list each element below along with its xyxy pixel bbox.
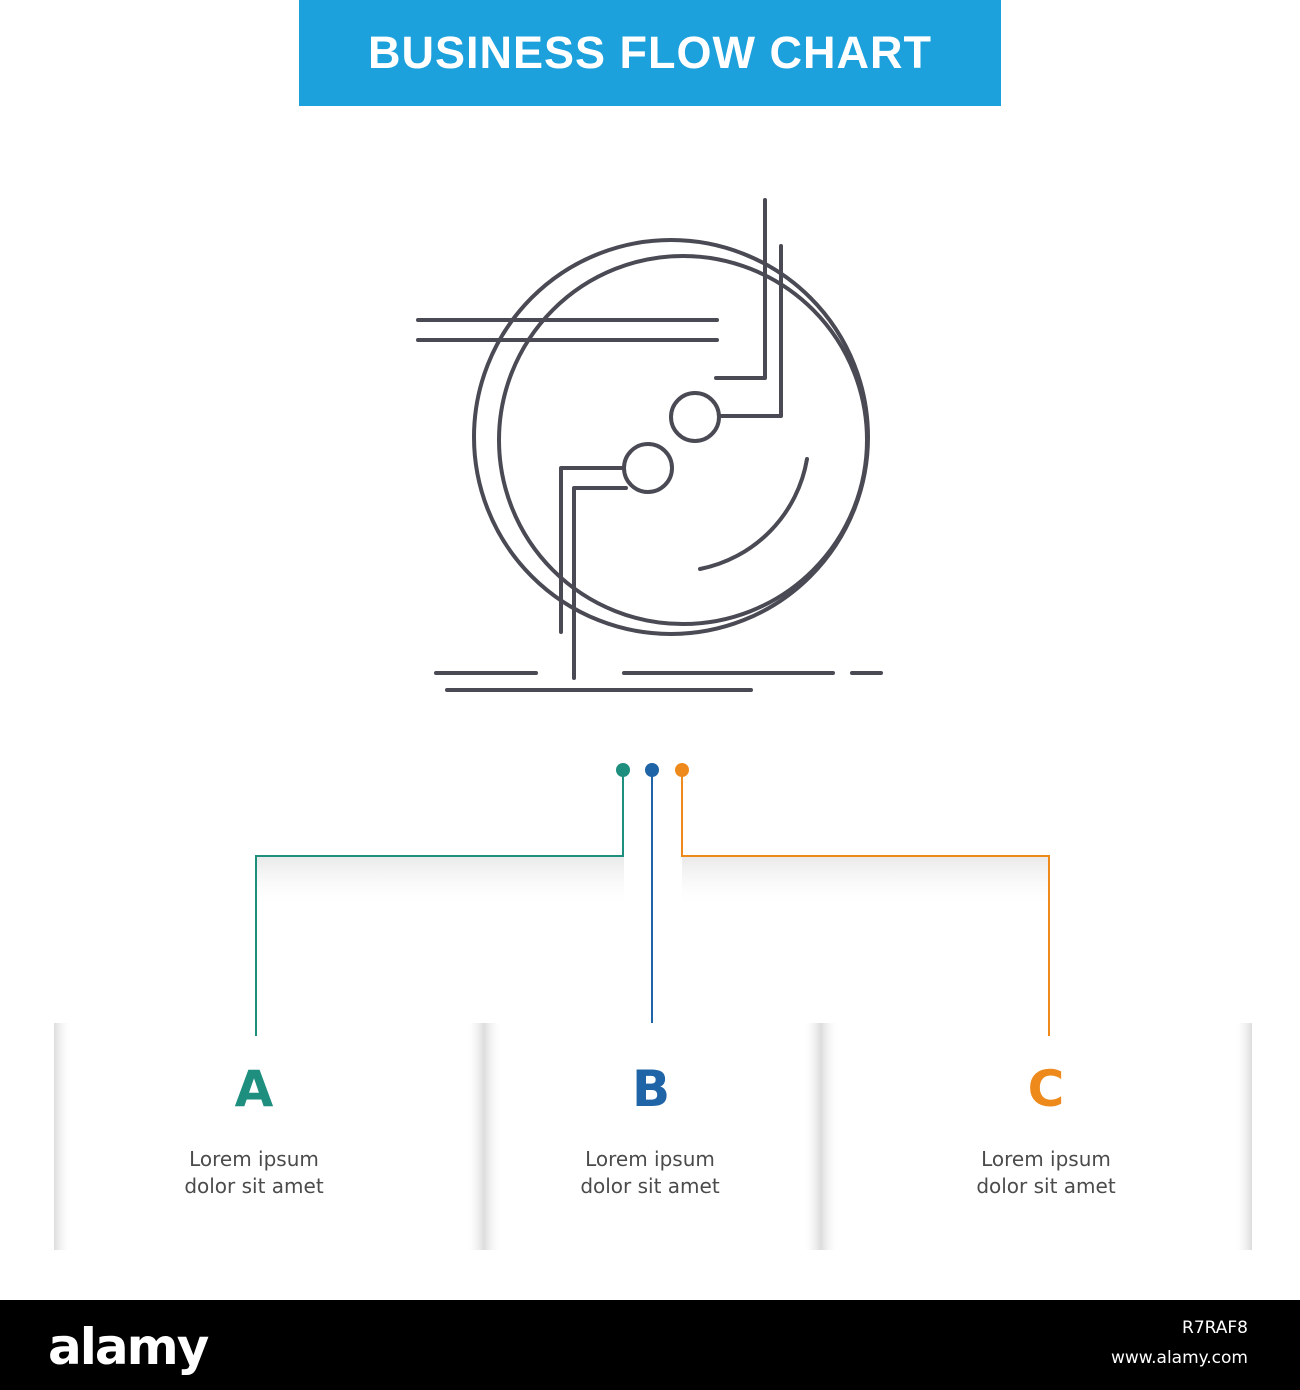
panel-c [821,1023,1252,1250]
step-a-description: Lorem ipsum dolor sit amet [124,1146,384,1200]
step-b-line1: Lorem ipsum [585,1147,715,1171]
step-b-letter: B [631,1060,671,1118]
brand-logo: alamy [48,1318,209,1376]
footer-bar [0,1300,1300,1390]
chain-check-icon [416,198,883,692]
flowchart-canvas [54,198,1252,1250]
image-id: R7RAF8 [1182,1318,1248,1338]
step-a-letter: A [234,1060,274,1118]
title-banner: BUSINESS FLOW CHART [299,0,1001,106]
shadow-band-left [256,857,624,909]
step-a-line2: dolor sit amet [184,1174,324,1198]
panel-b [484,1023,821,1250]
shadow-band-right [682,857,1050,909]
step-c-letter: C [1027,1060,1065,1118]
step-b-description: Lorem ipsum dolor sit amet [520,1146,780,1200]
step-b-line2: dolor sit amet [580,1174,720,1198]
page-title: BUSINESS FLOW CHART [368,27,932,78]
panel-a [54,1023,484,1250]
connector-line-c [681,770,1050,1036]
step-c-line2: dolor sit amet [976,1174,1116,1198]
site-url: www.alamy.com [1110,1348,1248,1368]
connector-line-a [255,770,624,1036]
step-c-line1: Lorem ipsum [981,1147,1111,1171]
step-a-line1: Lorem ipsum [189,1147,319,1171]
step-c-description: Lorem ipsum dolor sit amet [916,1146,1176,1200]
